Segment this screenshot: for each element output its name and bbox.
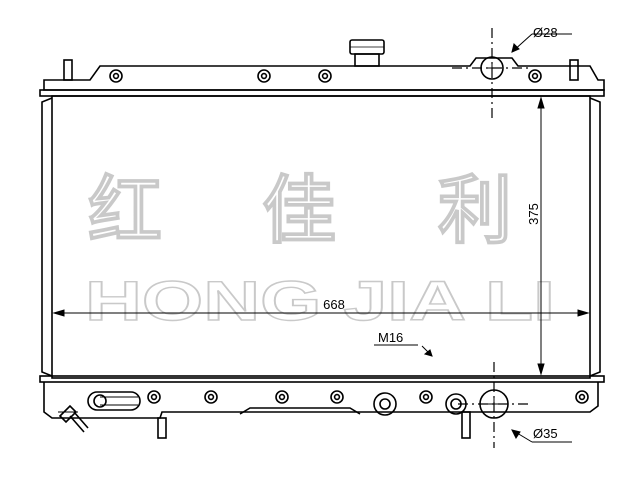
width-label: 668 bbox=[323, 297, 345, 312]
oil-cooler-fitting bbox=[87, 391, 141, 411]
mount-pin-bottom-right bbox=[461, 411, 471, 439]
watermark-char-1: 红 bbox=[88, 168, 162, 254]
inlet-diameter-label: Ø28 bbox=[533, 25, 558, 40]
watermark-char-3: 利 bbox=[438, 168, 512, 254]
drain-valve bbox=[58, 404, 89, 433]
bottom-tank bbox=[39, 375, 605, 439]
top-bolts bbox=[109, 69, 542, 83]
bottom-bolts bbox=[147, 390, 589, 404]
mount-pin-top-left bbox=[63, 59, 73, 81]
height-label: 375 bbox=[526, 203, 541, 225]
outlet-diameter-label: Ø35 bbox=[533, 426, 558, 441]
watermark: 红 佳 利 HONG JIA LI bbox=[84, 167, 555, 332]
mount-pin-bottom-left bbox=[157, 417, 167, 439]
dimension-lines bbox=[52, 33, 590, 443]
watermark-latin: HONG JIA LI bbox=[85, 269, 555, 332]
mount-pin-top-right bbox=[569, 59, 579, 81]
thread-label: M16 bbox=[378, 330, 403, 345]
center-lines bbox=[452, 28, 532, 448]
drain-plug bbox=[373, 392, 397, 416]
watermark-char-2: 佳 bbox=[262, 168, 336, 254]
radiator-core bbox=[41, 95, 601, 379]
